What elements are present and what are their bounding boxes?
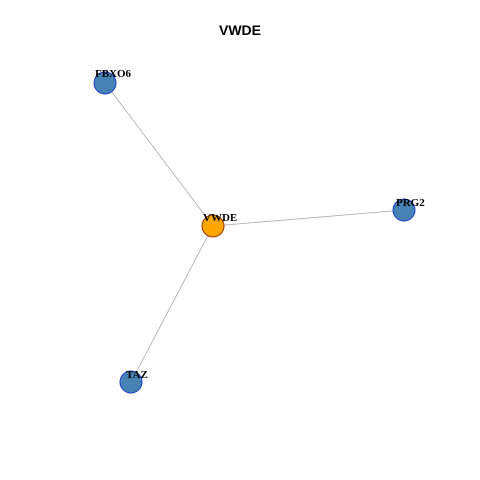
edge-vwde-prg2: [212, 209, 405, 227]
node-prg2[interactable]: [392, 198, 416, 222]
edge-vwde-taz: [130, 225, 214, 383]
node-taz[interactable]: [119, 370, 143, 394]
node-label-vwde: VWDE: [203, 212, 237, 224]
node-fbxo6[interactable]: [93, 71, 117, 95]
node-vwde[interactable]: [201, 214, 225, 238]
graph-title: VWDE: [219, 22, 261, 38]
node-label-fbxo6: FBXO6: [95, 68, 132, 80]
node-label-taz: TAZ: [126, 369, 148, 381]
node-label-prg2: PRG2: [396, 197, 425, 209]
edge-vwde-fbxo6: [104, 82, 214, 227]
